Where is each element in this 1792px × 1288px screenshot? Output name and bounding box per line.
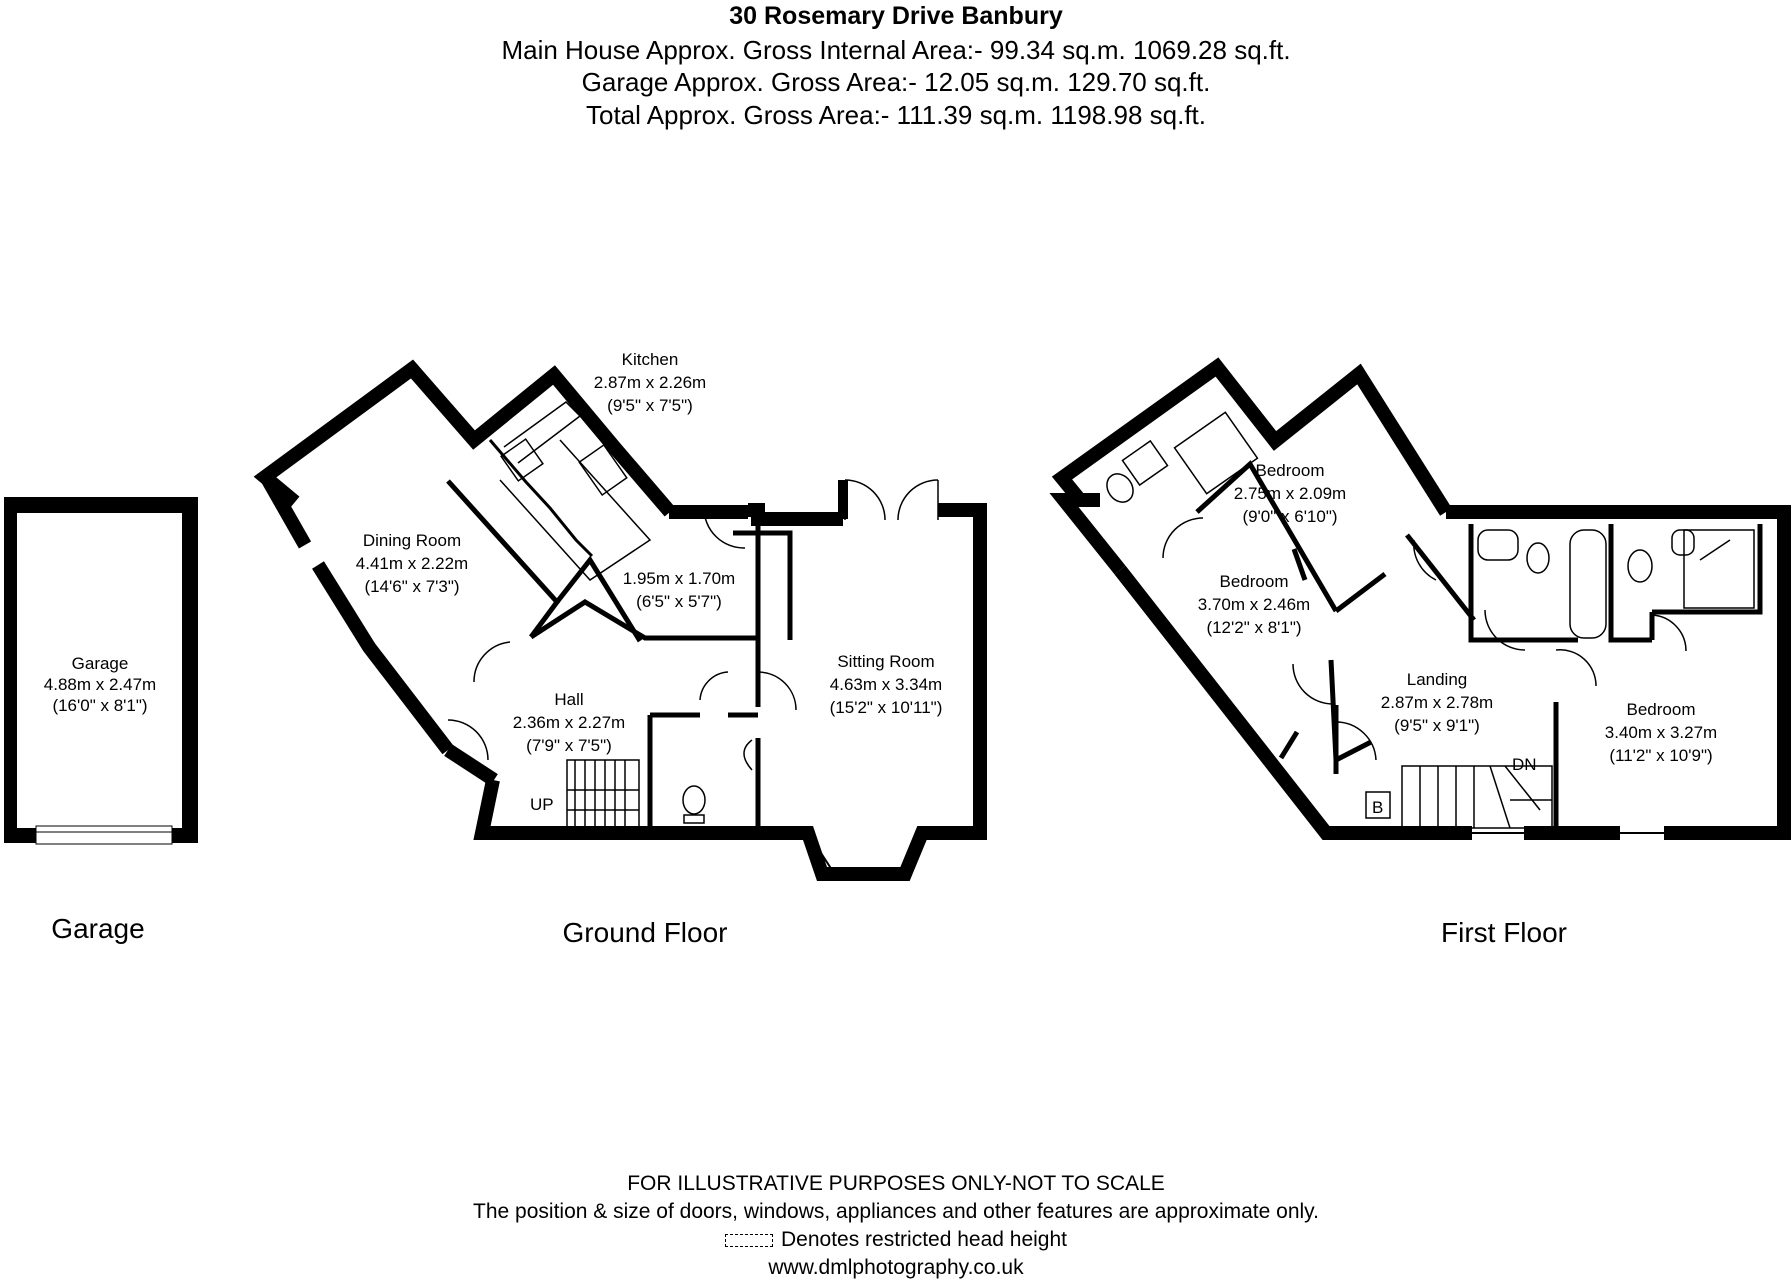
first-floor-plan: [1049, 357, 1791, 840]
disclaimer: FOR ILLUSTRATIVE PURPOSES ONLY-NOT TO SC…: [627, 1172, 1165, 1195]
dining-room-name: Dining Room: [363, 531, 461, 550]
total-area: Total Approx. Gross Area:- 111.39 sq.m. …: [585, 100, 1206, 130]
garage-plan: [4, 497, 198, 845]
utility-dim-ft: (6'5" x 5'7"): [636, 592, 722, 611]
stairs-down-label: DN: [1512, 755, 1537, 774]
legend-text: Denotes restricted head height: [780, 1228, 1067, 1251]
bedroom-left-dim-m: 3.70m x 2.46m: [1198, 595, 1310, 614]
restricted-height-legend: Denotes restricted head height: [0, 1228, 1792, 1252]
landing-dim-m: 2.87m x 2.78m: [1381, 693, 1493, 712]
approximation-note: The position & size of doors, windows, a…: [473, 1200, 1319, 1223]
landing-dim-ft: (9'5" x 9'1"): [1394, 716, 1480, 735]
stairs-up-label: UP: [530, 795, 554, 814]
bedroom-top-dim-ft: (9'0" x 6'10"): [1242, 507, 1337, 526]
landing-name: Landing: [1407, 670, 1468, 689]
restricted-height-swatch: [724, 1233, 773, 1247]
bedroom-right-name: Bedroom: [1627, 700, 1696, 719]
dining-room-dim-m: 4.41m x 2.22m: [356, 554, 468, 573]
bedroom-left-name: Bedroom: [1220, 572, 1289, 591]
first-floor-label: First Floor: [1441, 917, 1567, 948]
garage-area: Garage Approx. Gross Area:- 12.05 sq.m. …: [581, 67, 1211, 97]
hall-dim-m: 2.36m x 2.27m: [513, 713, 625, 732]
plan-title: 30 Rosemary Drive Banbury: [729, 2, 1063, 30]
dining-room-dim-ft: (14'6" x 7'3"): [364, 577, 459, 596]
boiler-label: B: [1372, 798, 1383, 817]
bedroom-top-name: Bedroom: [1256, 461, 1325, 480]
hall-dim-ft: (7'9" x 7'5"): [526, 736, 612, 755]
kitchen-name: Kitchen: [622, 350, 679, 369]
utility-dim-m: 1.95m x 1.70m: [623, 569, 735, 588]
bedroom-right-dim-ft: (11'2" x 10'9"): [1609, 746, 1712, 765]
kitchen-dim-m: 2.87m x 2.26m: [594, 373, 706, 392]
sitting-room-dim-m: 4.63m x 3.34m: [830, 675, 942, 694]
ground-floor-label: Ground Floor: [563, 917, 728, 948]
garage-dim-ft: (16'0" x 8'1"): [52, 696, 147, 715]
ground-floor-plan: [253, 359, 987, 881]
hall-name: Hall: [554, 690, 583, 709]
garage-dim-m: 4.88m x 2.47m: [44, 675, 156, 694]
bedroom-top-dim-m: 2.75m x 2.09m: [1234, 484, 1346, 503]
main-house-area: Main House Approx. Gross Internal Area:-…: [501, 35, 1291, 65]
garage-name: Garage: [72, 654, 129, 673]
kitchen-dim-ft: (9'5" x 7'5"): [607, 396, 693, 415]
sitting-room-name: Sitting Room: [837, 652, 934, 671]
sitting-room-dim-ft: (15'2" x 10'11"): [830, 698, 943, 717]
garage-floor-label: Garage: [51, 913, 144, 944]
bedroom-right-dim-m: 3.40m x 3.27m: [1605, 723, 1717, 742]
bedroom-left-dim-ft: (12'2" x 8'1"): [1206, 618, 1301, 637]
website-link[interactable]: www.dmlphotography.co.uk: [768, 1256, 1024, 1279]
